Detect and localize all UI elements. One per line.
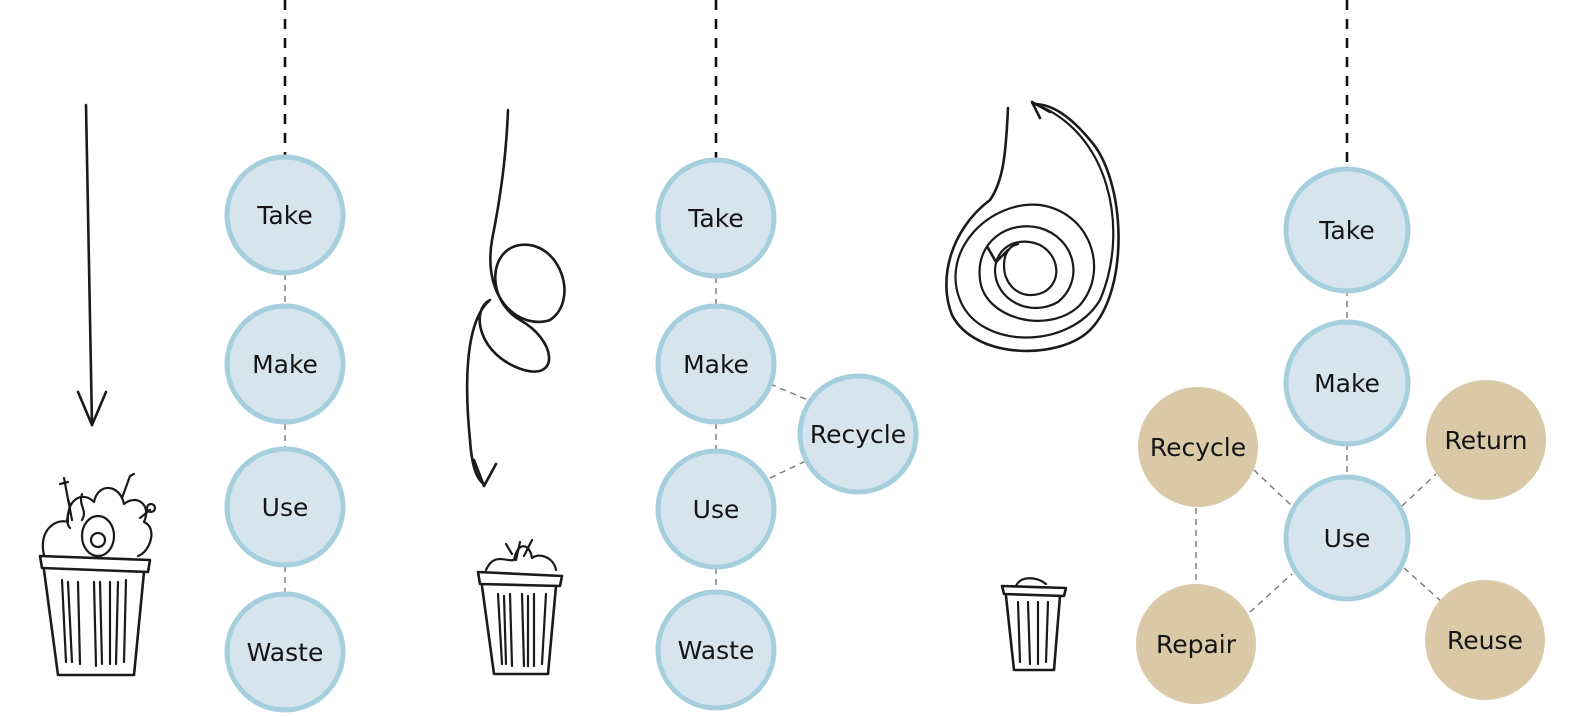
- node-label: Recycle: [1150, 433, 1246, 462]
- node-make: Make: [1283, 319, 1411, 447]
- node-label: Use: [693, 495, 740, 524]
- spiral-arrow-icon: [945, 100, 1120, 353]
- node-label: Take: [256, 201, 312, 230]
- node-use: Use: [224, 446, 346, 568]
- node-make: Make: [224, 303, 346, 425]
- node-waste: Waste: [655, 589, 777, 711]
- node-label: Take: [687, 204, 743, 233]
- link-use-recycle-3: [1253, 469, 1293, 507]
- link-make-recycle: [769, 383, 809, 401]
- node-make: Make: [655, 303, 777, 425]
- node-label: Take: [1318, 216, 1374, 245]
- squiggle-arrow-icon: [465, 108, 566, 488]
- small-trash-bin-icon: [1000, 577, 1068, 672]
- node-return: Return: [1426, 380, 1546, 500]
- node-label: Use: [1324, 524, 1371, 553]
- node-take: Take: [224, 154, 346, 276]
- node-take: Take: [1283, 166, 1411, 294]
- node-recycle: Recycle: [797, 373, 919, 495]
- node-label: Waste: [247, 638, 324, 667]
- node-label: Use: [262, 493, 309, 522]
- node-label: Make: [683, 350, 749, 379]
- link-use-reuse: [1403, 567, 1443, 603]
- link-use-recycle: [769, 459, 809, 479]
- node-label: Waste: [678, 636, 755, 665]
- node-use: Use: [1283, 474, 1411, 602]
- node-label: Reuse: [1447, 626, 1523, 655]
- node-label: Repair: [1156, 630, 1237, 659]
- arrow-down-icon: [76, 103, 108, 427]
- link-use-return: [1401, 473, 1437, 507]
- node-recycle: Recycle: [1138, 387, 1258, 507]
- node-label: Return: [1445, 426, 1528, 455]
- node-waste: Waste: [224, 591, 346, 713]
- node-use: Use: [655, 448, 777, 570]
- link-use-repair: [1249, 573, 1293, 613]
- node-label: Make: [252, 350, 318, 379]
- half-full-trash-bin-icon: [476, 538, 564, 676]
- node-reuse: Reuse: [1425, 580, 1545, 700]
- full-trash-bin-icon: [38, 472, 157, 677]
- node-repair: Repair: [1136, 584, 1256, 704]
- node-label: Make: [1314, 369, 1380, 398]
- node-label: Recycle: [810, 420, 906, 449]
- node-take: Take: [655, 157, 777, 279]
